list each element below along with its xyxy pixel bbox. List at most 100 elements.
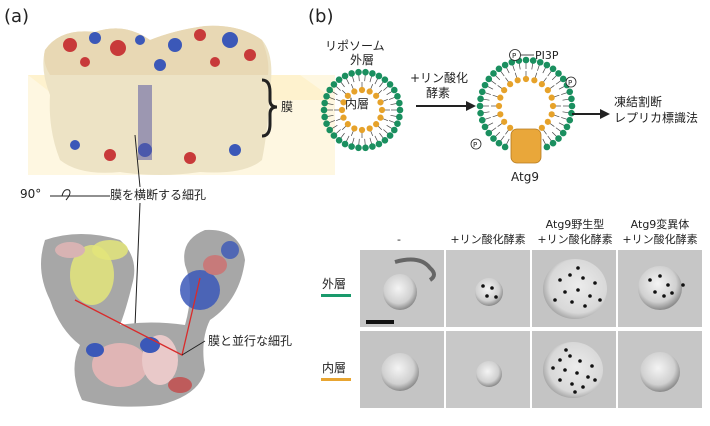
outer-lipid-head — [485, 75, 493, 83]
outer-lipid-head — [568, 102, 576, 110]
outer-lipid-head — [549, 65, 557, 73]
outer-lipid-head — [391, 126, 398, 134]
outer-lipid-head — [501, 143, 509, 151]
inner-lipid-head — [351, 88, 358, 95]
outer-lipid-head — [566, 88, 574, 96]
phosphate-marker: P — [565, 76, 577, 88]
outer-lipid-head — [355, 144, 362, 152]
outer-lipid-head — [362, 68, 369, 76]
col-header-3-line2: +リン酸化酵素 — [537, 232, 612, 246]
outer-lipid-head — [348, 143, 355, 150]
rotation-label: 90° — [20, 187, 41, 201]
add-enzyme-line1: +リン酸化 — [410, 70, 468, 85]
outer-lipid-head — [330, 132, 338, 139]
outer-lipid-head — [323, 92, 330, 100]
inner-lipid-head — [344, 121, 351, 128]
inner-lipid-head — [497, 94, 504, 101]
inner-lipid-head — [351, 125, 358, 132]
outer-lipid-head — [568, 95, 575, 103]
inner-lipid-head — [338, 106, 346, 114]
outer-lipid-head — [386, 81, 394, 88]
outer-lipid-head — [335, 76, 343, 83]
outer-lipid-head — [481, 123, 489, 131]
liposome-label: リポソーム — [325, 39, 385, 53]
outer-lipid-head — [396, 113, 403, 121]
scale-bar — [366, 320, 394, 324]
inner-lipid-head — [358, 86, 366, 94]
inner-lipid-head — [366, 125, 373, 132]
inner-lipid-head — [531, 77, 538, 84]
inner-lipid-head — [340, 99, 347, 106]
row-label-outer: 外層 — [322, 277, 346, 291]
method-line1: 凍結割断 — [614, 94, 662, 109]
outer-lipid-head — [326, 126, 333, 134]
protein-surface-side — [43, 25, 272, 176]
inner-leaflet-label: 内層 — [345, 97, 369, 111]
outer-lipid-head — [369, 70, 376, 77]
outer-lipid-head — [341, 72, 349, 80]
panel-b-label: (b) — [308, 6, 333, 27]
outer-lipid-head — [320, 106, 328, 114]
outer-lipid-head — [478, 88, 486, 96]
arrow-right-icon — [416, 101, 476, 111]
inner-lipid-head — [538, 81, 545, 88]
outer-lipid-head — [326, 86, 333, 94]
outer-lipid-head — [481, 81, 489, 89]
outer-lipid-head — [563, 123, 571, 131]
svg-text:P: P — [568, 79, 572, 87]
parallel-pore-label: 膜と並行な細孔 — [208, 334, 292, 348]
outer-lipid-head — [321, 99, 328, 107]
panel-a-label: (a) — [4, 6, 29, 27]
inner-lipid-head — [373, 92, 380, 99]
outer-lipid-head — [381, 76, 389, 83]
outer-lipid-head — [362, 144, 369, 152]
col-header-3-line1: Atg9野生型 — [546, 217, 605, 231]
outer-lipid-head — [386, 132, 394, 139]
outer-lipid-head — [495, 139, 503, 147]
outer-lipid-head — [566, 116, 574, 124]
membrane-label: 膜 — [281, 100, 293, 114]
inner-lipid-head — [548, 94, 555, 101]
row-label-inner: 内層 — [322, 361, 346, 375]
membrane-brace — [261, 78, 278, 138]
outer-lipid-head — [555, 70, 562, 77]
inner-lipid-head — [514, 77, 521, 84]
inner-lipid-head — [501, 87, 508, 94]
outer-lipid-head — [394, 92, 401, 100]
col-header-4-line1: Atg9変異体 — [631, 217, 690, 231]
inner-lipid-head — [344, 92, 351, 99]
inner-lipid-head — [544, 118, 551, 125]
outer-lipid-head — [543, 61, 551, 69]
outer-lipid-head — [375, 72, 383, 80]
outer-lipid-head — [477, 95, 484, 103]
inner-lipid-head — [378, 106, 386, 114]
svg-text:P: P — [512, 52, 516, 60]
inner-lipid-head — [495, 102, 503, 110]
outer-lipid-head — [323, 120, 330, 128]
outer-lipid-head — [369, 143, 376, 150]
parallel-pore-leader — [181, 340, 206, 356]
outer-lipid-head — [549, 139, 557, 147]
pi3p-label: PI3P — [535, 49, 559, 62]
outer-lipid-head — [495, 65, 503, 73]
outer-lipid-head — [485, 129, 493, 137]
protein-cross-section — [41, 229, 245, 407]
inner-lipid-head — [501, 118, 508, 125]
outer-lipid-head — [477, 109, 484, 117]
outer-lipid-head — [355, 68, 362, 76]
micrograph-grid — [360, 250, 702, 408]
col-header-1-line2: - — [397, 233, 401, 246]
arrow-right-icon — [572, 109, 610, 119]
transverse-pore-leader — [134, 134, 141, 188]
row-inner-color-bar — [321, 378, 351, 381]
inner-lipid-head — [377, 99, 384, 106]
inner-lipid-head — [507, 81, 514, 88]
outer-lipid-head — [490, 70, 497, 77]
outer-lipid-head — [559, 75, 567, 83]
transverse-pore-label: 膜を横断する細孔 — [110, 187, 206, 202]
outer-lipid-head — [478, 116, 486, 124]
svg-text:P: P — [473, 141, 477, 149]
outer-lipid-head — [330, 81, 338, 88]
inner-lipid-head — [522, 75, 530, 83]
